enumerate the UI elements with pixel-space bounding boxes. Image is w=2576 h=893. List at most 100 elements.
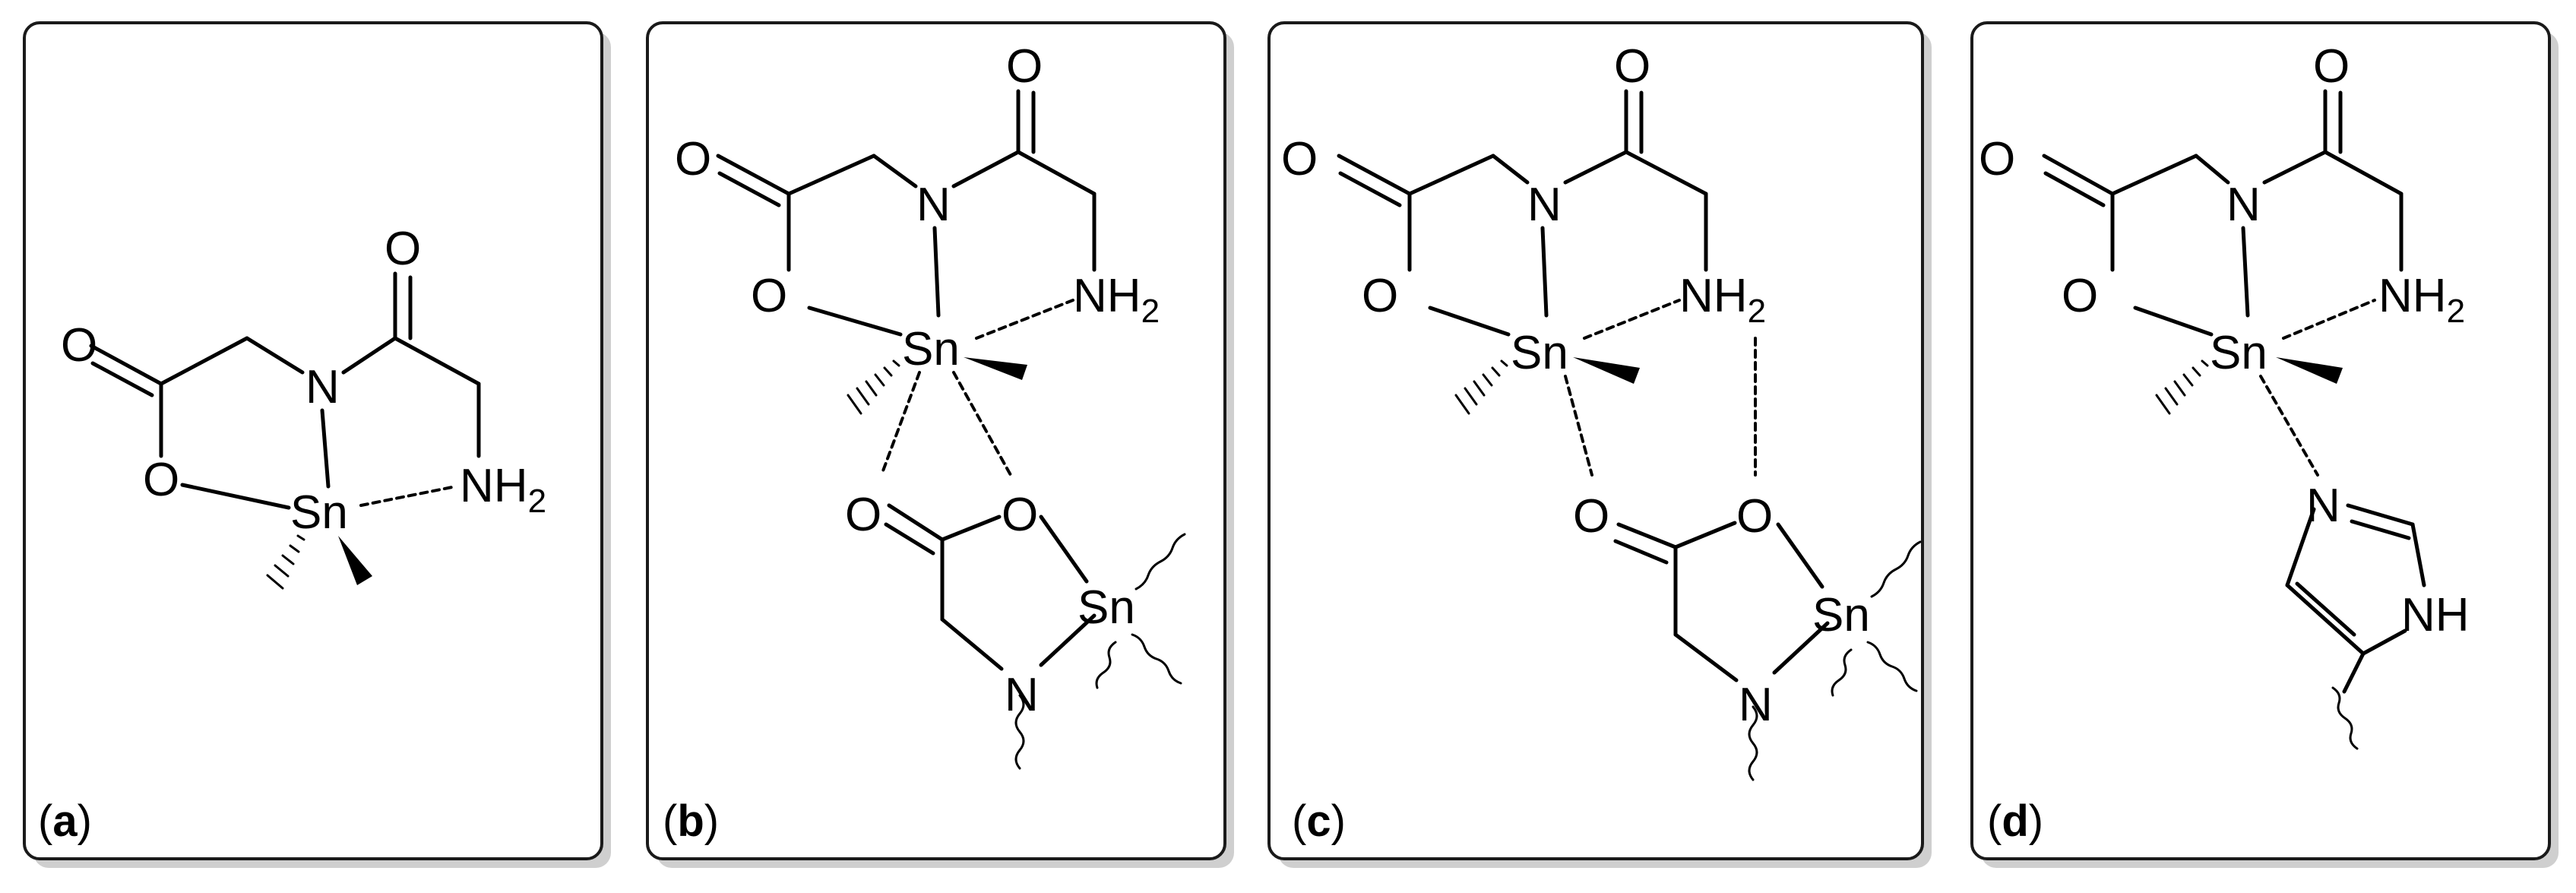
coordination-bond [359,485,457,507]
amide-oxygen: O [2313,40,2350,93]
bond [393,336,481,386]
bridging-carbonyl-oxygen: O [845,489,881,541]
bond [2042,154,2115,196]
amino-group: NH2 [460,460,546,520]
bond [2410,522,2426,587]
hashed-methyl-bond [266,534,305,590]
molecule-b [716,89,1186,770]
wavy-bond [1870,540,1922,598]
amino-nh: NH [2378,270,2447,322]
amino-nh: NH [1073,270,1141,322]
panel-letter: d [2002,796,2028,846]
bond [786,154,876,196]
coordination-bond [2259,375,2319,477]
wavy-bond [1748,705,1758,781]
bond [716,154,791,196]
ring-oxygen: O [751,270,787,322]
bond [884,522,935,556]
panel-c: O O N Sn O NH2 O O Sn N (c) [1267,21,1932,868]
amide-nitrogen: N [2226,179,2261,231]
bond [717,171,781,207]
amino-group: NH2 [2378,270,2465,330]
bond [1613,539,1669,565]
wavy-bond [1095,641,1117,689]
hashed-methyl-bond [2155,359,2209,415]
bond [2285,507,2316,587]
bond [341,336,397,375]
coordination-bond [880,371,921,477]
bond [1039,515,1089,584]
amide-nitrogen: N [305,361,340,413]
amide-nitrogen: N [916,179,951,231]
coordination-bond [975,299,1074,340]
amino-group: NH2 [1073,270,1160,330]
amino-nh: NH [1679,270,1748,322]
panel-letter: b [677,796,704,846]
coordination-bond [1583,299,1681,340]
amino-subscript: 2 [1141,293,1160,330]
bond [1407,154,1495,196]
carbonyl-oxygen: O [61,319,97,372]
bridging-ring-oxygen: O [1736,490,1773,543]
bond [1673,521,1737,549]
tin-atom: Sn [1511,327,1568,379]
bond [90,361,154,397]
bond [2350,519,2411,540]
bond [89,344,163,386]
wedge-methyl-bond [2276,357,2343,384]
hashed-methyl-bond [847,359,900,415]
bond [320,408,331,489]
bond [2043,171,2106,207]
panel-d: O O N Sn O NH2 N NH (d) [1970,21,2559,868]
bond [2110,154,2198,196]
imidazole-nitrogen: N [2306,480,2340,532]
wavy-bond [2331,686,2359,750]
bond [1016,150,1097,196]
wavy-bond [1135,533,1186,591]
wavy-bond [1866,641,1918,692]
bond [1337,154,1412,196]
panel-label-a: (a) [38,796,92,846]
bond [1039,613,1097,667]
bridging-carbonyl-oxygen: O [1573,490,1609,543]
panel-letter: a [52,796,78,846]
bond [940,515,1002,542]
panel-frame [1267,21,1924,860]
ring-oxygen: O [1362,270,1398,322]
imidazole-nh: NH [2401,589,2470,641]
ring-oxygen: O [2062,270,2098,322]
panel-letter: c [1306,796,1331,846]
coordination-bond [1564,375,1593,477]
bond [1616,522,1678,549]
bond [245,336,305,375]
bond [2323,150,2404,196]
neighbor-tin-atom: Sn [1078,581,1135,634]
bond [1563,150,1628,185]
coordination-bond [2282,299,2376,340]
bond [2241,226,2250,318]
bond [1338,171,1402,207]
bond [951,150,1021,188]
tin-atom: Sn [2210,327,2267,379]
bond [1776,522,1824,589]
panel-label-c: (c) [1292,796,1346,846]
bond [159,336,249,386]
bond [1428,306,1511,337]
tin-atom: Sn [902,323,960,375]
bond [1540,226,1549,318]
bond [872,154,918,188]
bond [2133,306,2214,337]
hashed-methyl-bond [1454,359,1508,415]
panel-frame [646,21,1226,860]
bond [2262,150,2328,185]
bond [2342,651,2366,694]
wedge-methyl-bond [338,536,372,585]
amide-oxygen: O [1614,40,1650,93]
wavy-bond [1014,694,1025,770]
molecule-c [1337,89,1922,781]
bond [932,226,941,318]
panel-frame [1970,21,2551,860]
bond [1624,150,1708,196]
bridging-ring-oxygen: O [1002,489,1038,541]
